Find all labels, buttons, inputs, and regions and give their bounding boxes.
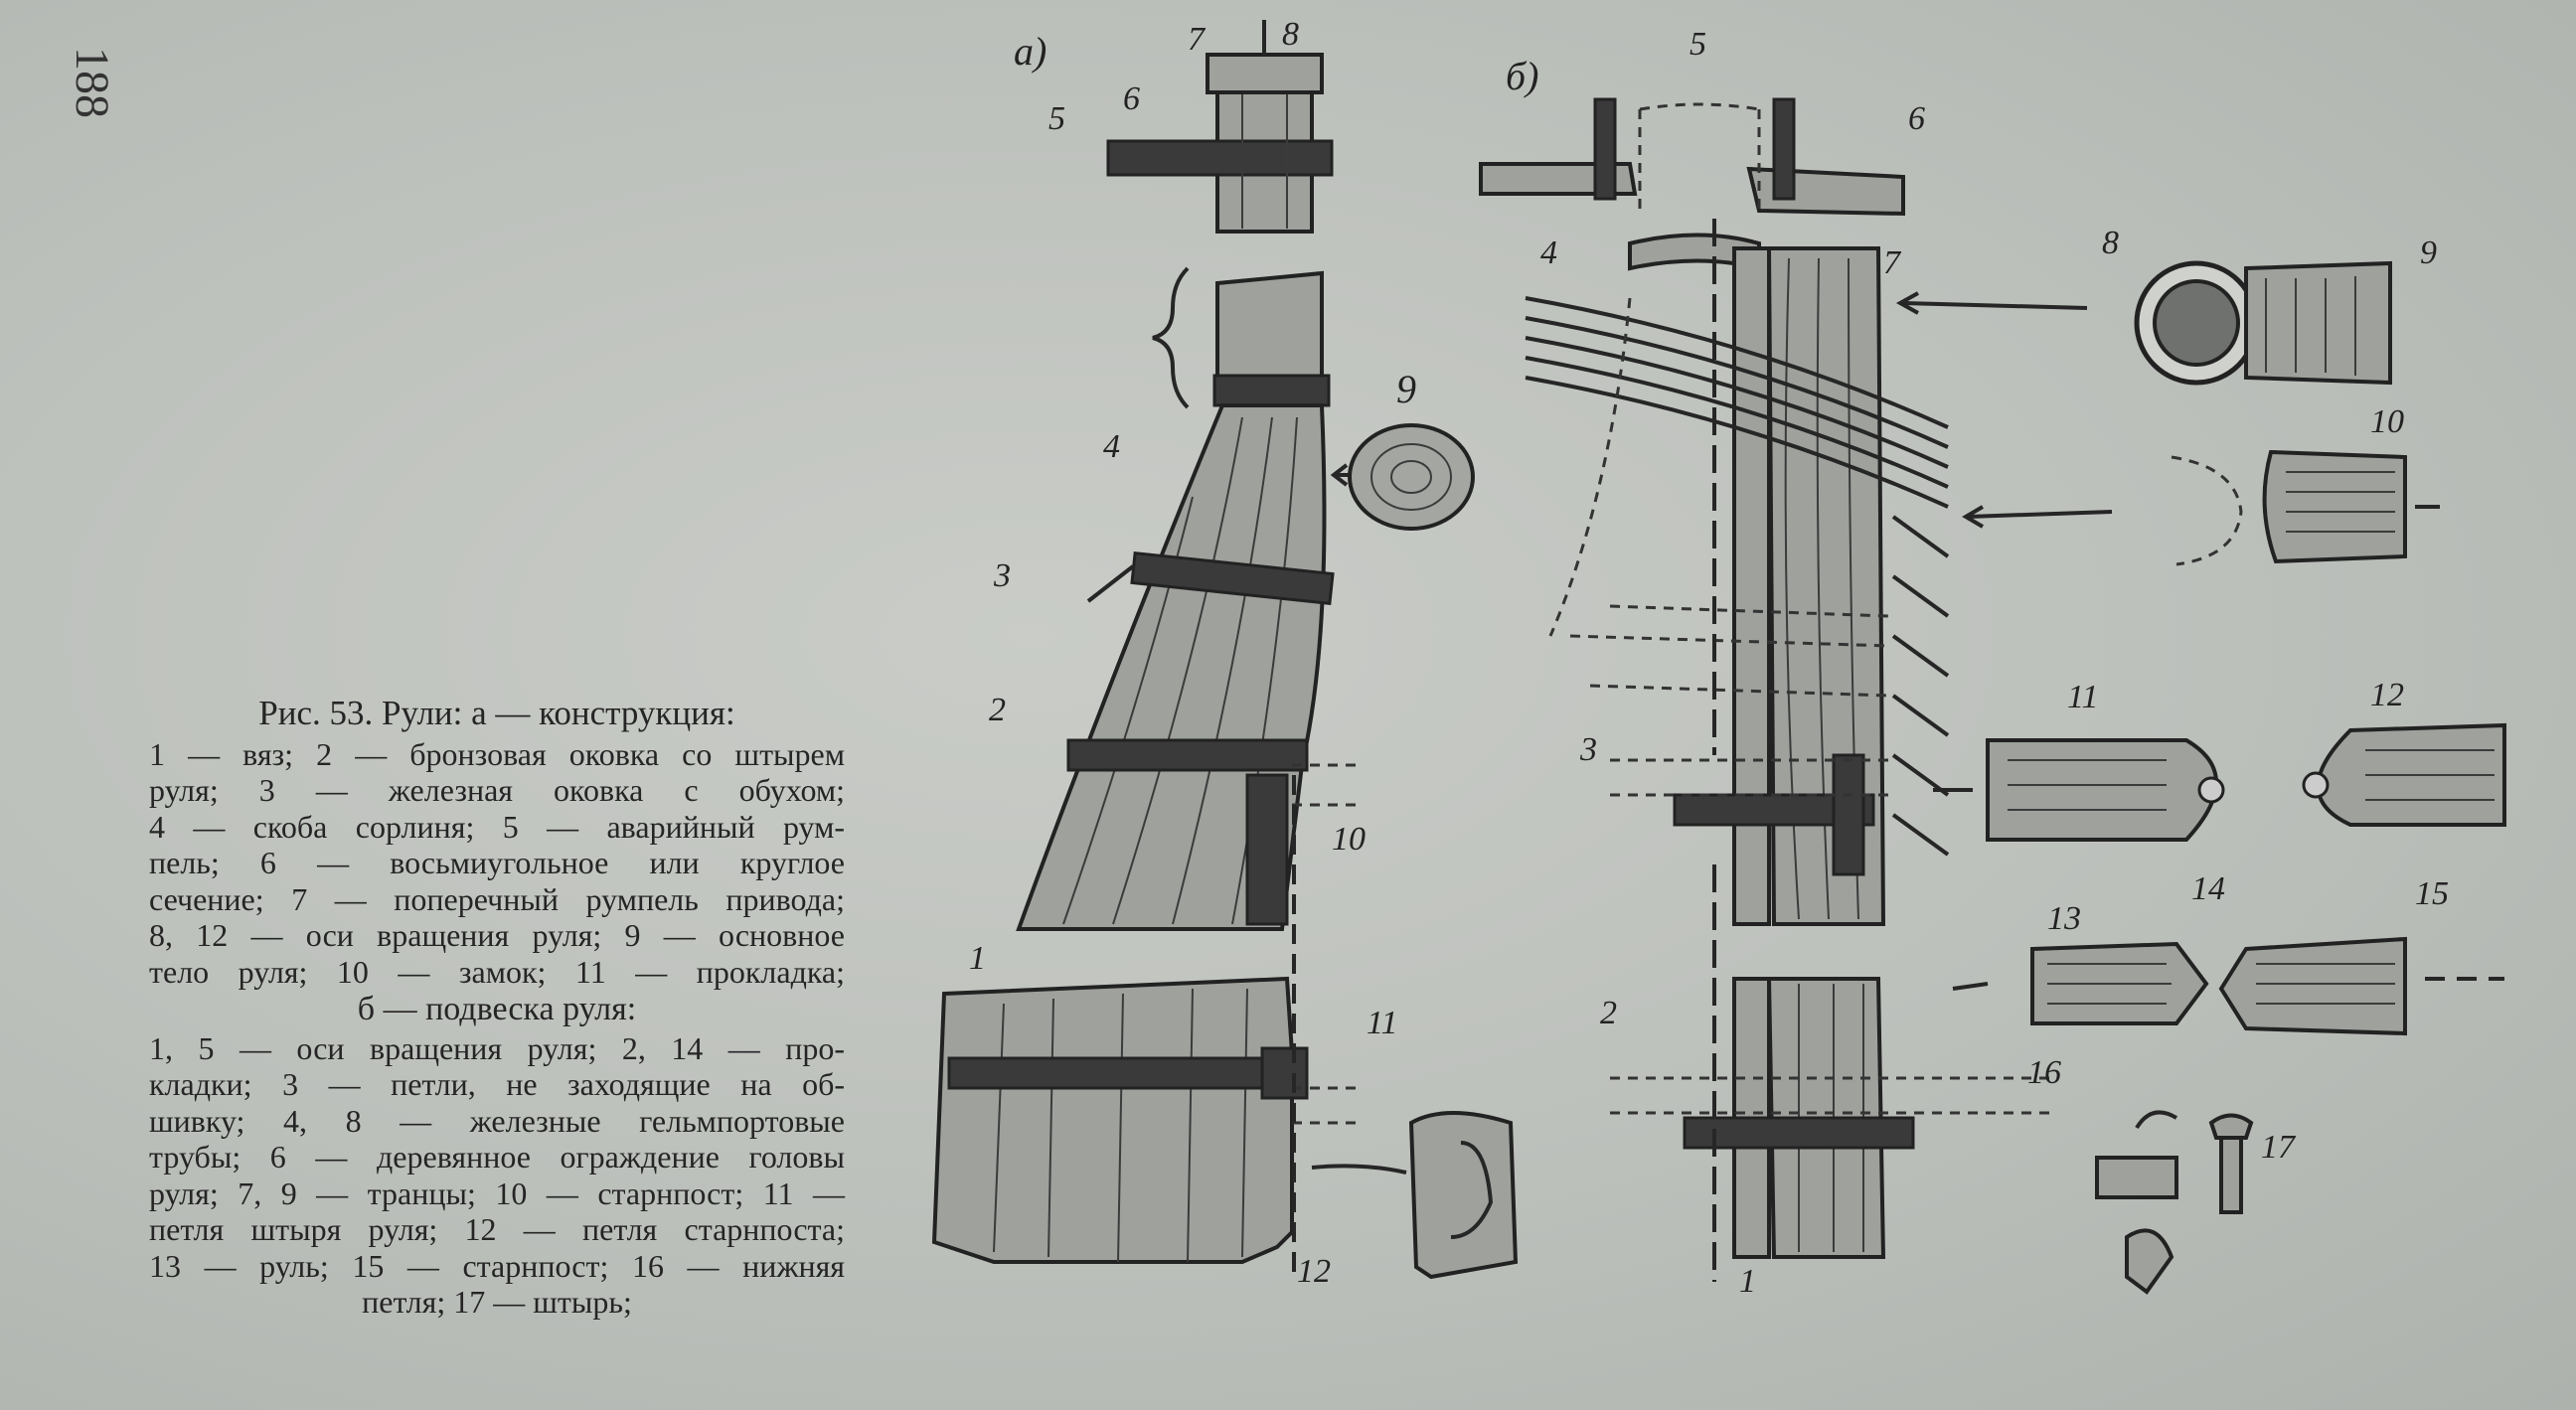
sternpost bbox=[1732, 246, 1886, 1259]
figure-caption: Рис. 53. Рули: а — конструкция: 1 — вяз;… bbox=[149, 694, 845, 1321]
caption-line: петля; 17 — штырь; bbox=[362, 1284, 632, 1320]
label-b-3: 3 bbox=[1579, 731, 1597, 768]
caption-line: тело руля; 10 — замок; 11 — прокладка; bbox=[149, 953, 845, 990]
label-a-12: 12 bbox=[1297, 1253, 1331, 1290]
rudder-head bbox=[1106, 20, 1334, 234]
label-a-5: 5 bbox=[1048, 100, 1065, 137]
caption-line: 13 — руль; 15 — старнпост; 16 — нижняя bbox=[149, 1247, 845, 1284]
label-b-2: 2 bbox=[1600, 995, 1617, 1031]
panel-a-label: а) bbox=[1014, 29, 1046, 74]
label-b-14: 14 bbox=[2191, 870, 2225, 907]
section-pintle-fitting bbox=[1311, 1111, 1519, 1280]
helmport-tube-detail bbox=[2134, 260, 2392, 386]
caption-line: сечение; 7 — поперечный румпель привода; bbox=[149, 880, 845, 917]
label-a-9: 9 bbox=[1396, 367, 1416, 411]
caption-line: 1 — вяз; 2 — бронзовая оковка со штырем bbox=[149, 735, 845, 772]
label-b-5: 5 bbox=[1690, 26, 1706, 63]
panel-b-label: б) bbox=[1506, 54, 1538, 98]
transom-top bbox=[1479, 97, 1905, 271]
label-a-1: 1 bbox=[969, 940, 986, 977]
hull-planking bbox=[1525, 296, 1950, 857]
rudder-body-upper bbox=[1016, 270, 1335, 931]
label-b-15: 15 bbox=[2415, 875, 2449, 912]
label-b-17: 17 bbox=[2261, 1129, 2297, 1166]
tiller-end-detail bbox=[2171, 449, 2440, 566]
caption-line: 4 — скоба сорлиня; 5 — аварийный рум- bbox=[149, 808, 845, 845]
label-a-3: 3 bbox=[993, 557, 1011, 594]
rudder-sternpost-joint-detail bbox=[2030, 936, 2504, 1036]
label-b-4: 4 bbox=[1540, 235, 1557, 271]
caption-line: руля; 3 — железная оковка с обухом; bbox=[149, 772, 845, 808]
label-b-9: 9 bbox=[2420, 235, 2437, 271]
label-a-10: 10 bbox=[1332, 821, 1366, 858]
caption-line: пель; 6 — восьмиугольное или круглое bbox=[149, 845, 845, 880]
label-b-12: 12 bbox=[2370, 677, 2404, 713]
label-b-13: 13 bbox=[2047, 900, 2081, 937]
rudder-body-lower bbox=[931, 763, 1357, 1282]
label-b-11: 11 bbox=[2067, 679, 2098, 715]
label-a-2: 2 bbox=[989, 692, 1006, 728]
label-a-4: 4 bbox=[1103, 428, 1120, 465]
label-b-8: 8 bbox=[2102, 225, 2119, 261]
label-b-10: 10 bbox=[2370, 403, 2404, 440]
label-b-7: 7 bbox=[1883, 244, 1902, 281]
section-9 bbox=[1348, 423, 1475, 531]
lower-hinge-pin-detail bbox=[2095, 1110, 2254, 1295]
caption-title: Рис. 53. Рули: а — конструкция: bbox=[258, 694, 735, 732]
caption-line: руля; 7, 9 — транцы; 10 — старнпост; 11 … bbox=[149, 1175, 845, 1211]
label-b-6: 6 bbox=[1908, 100, 1925, 137]
label-b-16: 16 bbox=[2027, 1054, 2061, 1091]
caption-line: 8, 12 — оси вращения руля; 9 — основное bbox=[149, 917, 845, 953]
caption-line: петля штыря руля; 12 — петля старнпоста; bbox=[149, 1211, 845, 1247]
caption-subtitle: б — подвеска руля: bbox=[357, 991, 637, 1027]
caption-line: кладки; 3 — петли, не заходящие на об- bbox=[149, 1066, 845, 1102]
label-a-7: 7 bbox=[1188, 21, 1207, 58]
pintle-strap-detail bbox=[1986, 722, 2506, 842]
label-a-11: 11 bbox=[1367, 1005, 1397, 1041]
label-a-8: 8 bbox=[1282, 16, 1299, 53]
caption-line: шивку; 4, 8 — железные гельмпортовые bbox=[149, 1102, 845, 1139]
caption-line: трубы; 6 — деревянное ограждение головы bbox=[149, 1139, 845, 1175]
caption-line: 1, 5 — оси вращения руля; 2, 14 — про- bbox=[149, 1029, 845, 1066]
label-b-1: 1 bbox=[1739, 1263, 1756, 1300]
label-a-6: 6 bbox=[1123, 80, 1140, 117]
